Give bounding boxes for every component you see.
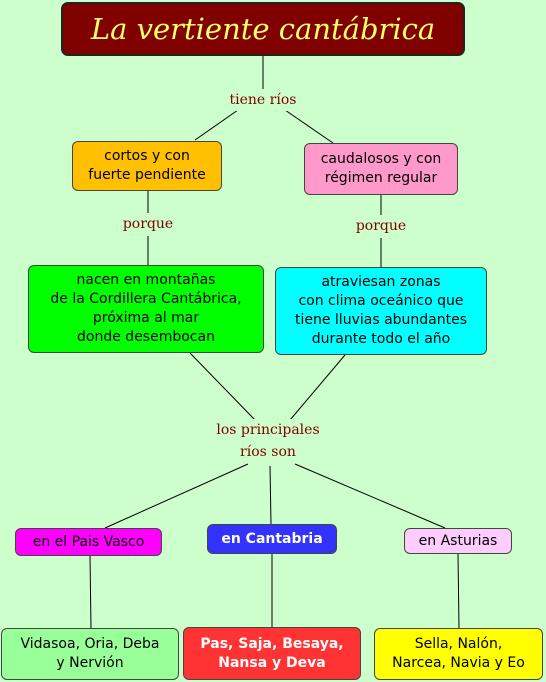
connector-tiene-caudalosos <box>284 109 334 144</box>
connector-principales-cantabria <box>269 465 272 525</box>
connector-atraviesan-principales <box>289 354 346 421</box>
connector-nacen-principales <box>189 352 256 421</box>
node-atraviesan: atraviesan zonas con clima oceánico que … <box>275 267 487 355</box>
node-pas: Pas, Saja, Besaya, Nansa y Deva <box>183 627 361 680</box>
connector-tiene-cortos <box>194 109 239 141</box>
connector-principales-asturias <box>294 463 446 529</box>
concept-map-title: La vertiente cantábrica <box>61 2 465 56</box>
connector-principales-paisvasco <box>104 463 249 529</box>
connector-paisvasco-vidasoa <box>89 555 92 629</box>
node-sella: Sella, Nalón, Narcea, Navia y Eo <box>374 628 543 680</box>
node-cantabria: en Cantabria <box>207 524 337 554</box>
connector-asturias-sella <box>457 553 460 629</box>
link-label-porque-right: porque <box>352 215 410 237</box>
node-pais-vasco: en el Pais Vasco <box>15 528 162 556</box>
link-label-porque-left: porque <box>119 213 177 235</box>
node-nacen: nacen en montañas de la Cordillera Cantá… <box>28 265 264 353</box>
node-vidasoa: Vidasoa, Oria, Deba y Nervión <box>1 628 179 680</box>
node-cortos: cortos y con fuerte pendiente <box>72 141 222 191</box>
node-caudalosos: caudalosos y con régimen regular <box>304 143 458 195</box>
link-label-tiene-rios: tiene ríos <box>226 89 300 111</box>
node-asturias: en Asturias <box>404 528 512 554</box>
link-label-principales: los principales ríos son <box>213 419 323 463</box>
